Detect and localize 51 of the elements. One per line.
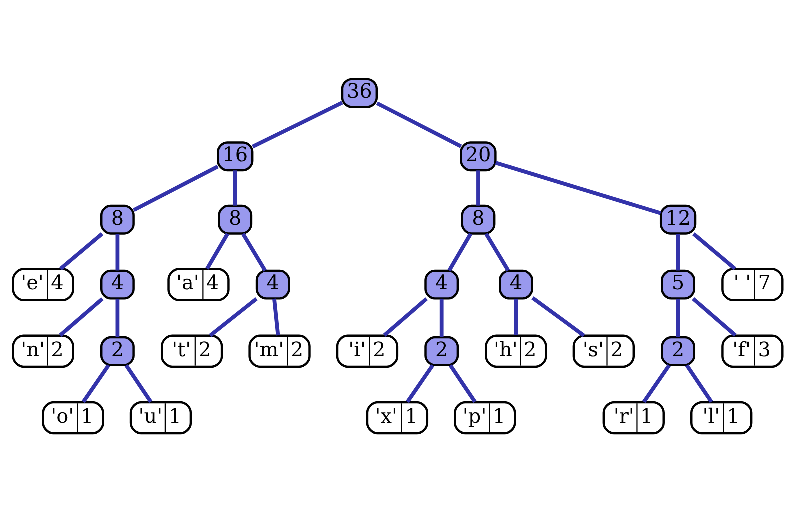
connector bbox=[692, 296, 737, 336]
node-box: 'p' 1 bbox=[454, 400, 516, 434]
connector bbox=[676, 233, 680, 270]
connector bbox=[242, 232, 267, 272]
node-box: 36 bbox=[341, 78, 378, 108]
connector bbox=[642, 364, 671, 403]
connector bbox=[209, 296, 258, 337]
connector bbox=[476, 170, 480, 206]
node-box: 4 bbox=[100, 269, 135, 300]
connector bbox=[116, 298, 120, 337]
node-box: 20 bbox=[460, 141, 497, 172]
node-box: 4 bbox=[424, 269, 460, 300]
node-box: 8 bbox=[461, 204, 496, 234]
node-box: 2 bbox=[100, 336, 135, 366]
connector bbox=[448, 232, 473, 272]
connector bbox=[116, 233, 120, 270]
connector bbox=[59, 296, 104, 336]
node-box: 8 bbox=[100, 204, 135, 234]
node-box: 4 bbox=[256, 269, 290, 300]
connector bbox=[60, 232, 104, 270]
node-box: 4 bbox=[499, 269, 534, 300]
connector bbox=[252, 100, 344, 148]
connector bbox=[233, 170, 238, 206]
node-box: 'l' 1 bbox=[690, 400, 753, 434]
connector bbox=[406, 364, 434, 403]
node-box: 'o' 1 bbox=[42, 400, 104, 434]
node-box: 'x' 1 bbox=[366, 400, 429, 434]
connector bbox=[133, 164, 219, 212]
connector bbox=[532, 296, 586, 337]
node-box: 16 bbox=[217, 141, 254, 172]
node-box: 5 bbox=[661, 269, 696, 300]
connector bbox=[449, 364, 477, 403]
connector bbox=[514, 298, 518, 335]
connector bbox=[124, 364, 153, 403]
connector bbox=[676, 298, 680, 337]
node-box: 8 bbox=[218, 204, 253, 234]
node-box: 12 bbox=[660, 204, 697, 234]
connector bbox=[495, 160, 662, 215]
connector bbox=[484, 232, 510, 272]
connector bbox=[376, 101, 462, 148]
connector bbox=[692, 232, 736, 270]
connector bbox=[206, 232, 230, 270]
connector bbox=[82, 364, 110, 403]
node-box: 2 bbox=[424, 336, 460, 366]
connector bbox=[685, 364, 714, 403]
connector bbox=[383, 296, 428, 336]
node-box: 'u' 1 bbox=[130, 400, 192, 434]
node-box: 'r' 1 bbox=[602, 400, 665, 434]
node-box: 2 bbox=[661, 336, 696, 366]
connector bbox=[440, 298, 444, 337]
connector bbox=[272, 298, 280, 336]
